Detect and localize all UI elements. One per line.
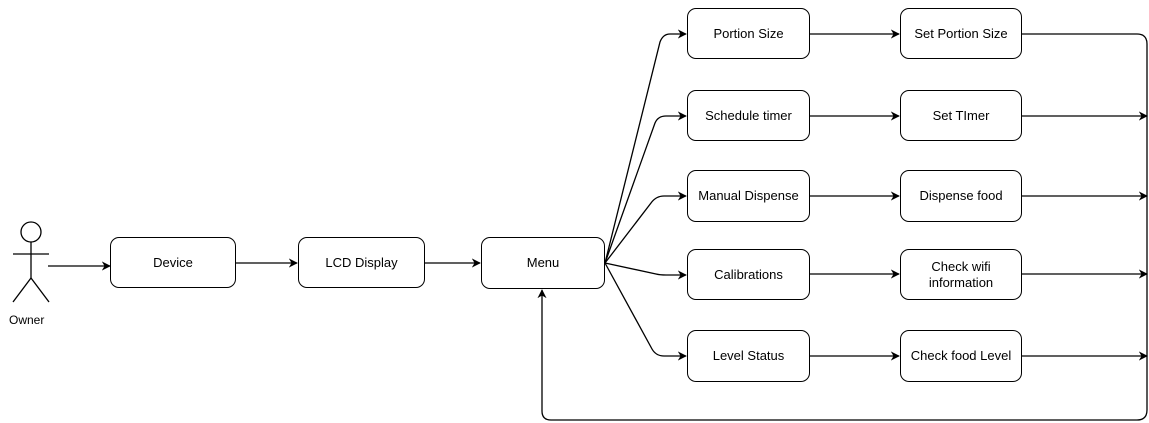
edge-menu-schedule — [604, 111, 687, 264]
edge-menu-manual — [604, 191, 687, 264]
set-portion-size-node: Set Portion Size — [900, 8, 1022, 59]
check-wifi-node: Check wifi information — [900, 249, 1022, 300]
edge-menu-portion — [604, 29, 687, 264]
level-status-node: Level Status — [687, 330, 810, 382]
edge-menu-level — [604, 262, 687, 361]
check-food-level-node: Check food Level — [900, 330, 1022, 382]
manual-dispense-node: Manual Dispense — [687, 170, 810, 222]
owner-actor-icon — [12, 221, 50, 303]
lcd-display-node: LCD Display — [298, 237, 425, 288]
owner-label: Owner — [9, 313, 45, 327]
set-timer-node: Set TImer — [900, 90, 1022, 141]
edge-loop-back-to-menu — [537, 33, 1148, 421]
device-node: Device — [110, 237, 236, 288]
portion-size-node: Portion Size — [687, 8, 810, 59]
schedule-timer-node: Schedule timer — [687, 90, 810, 141]
menu-node: Menu — [481, 237, 605, 289]
dispense-food-node: Dispense food — [900, 170, 1022, 222]
edge-menu-calibrations — [604, 262, 687, 280]
calibrations-node: Calibrations — [687, 249, 810, 300]
